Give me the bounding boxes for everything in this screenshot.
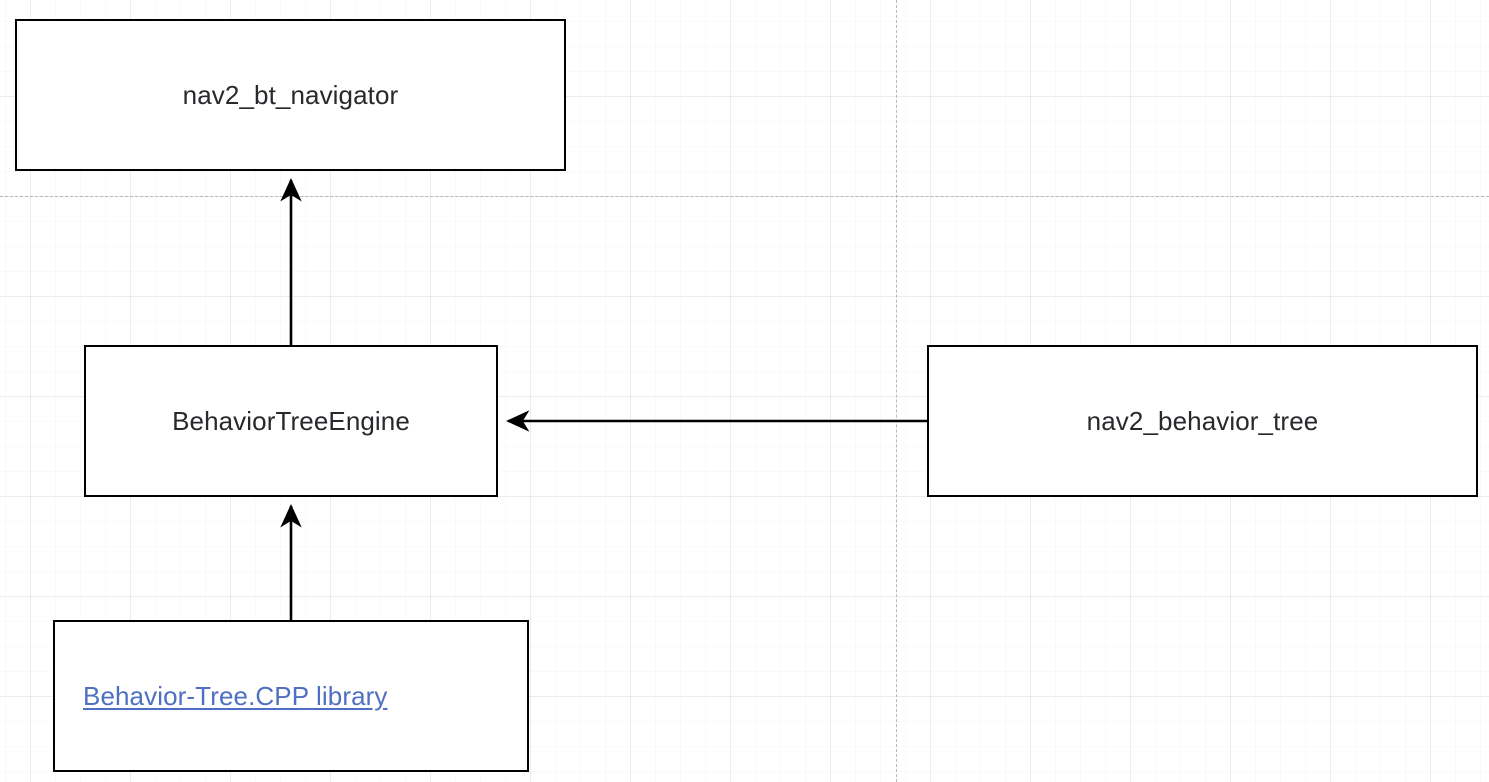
node-nav2-behavior-tree[interactable]: nav2_behavior_tree [927,345,1478,497]
node-nav2-bt-navigator[interactable]: nav2_bt_navigator [15,19,566,171]
behavior-tree-cpp-library-link[interactable]: Behavior-Tree.CPP library [83,680,388,711]
node-label: nav2_behavior_tree [1086,405,1319,436]
page-guide-vertical [896,0,897,782]
node-behavior-tree-engine[interactable]: BehaviorTreeEngine [84,345,498,497]
node-behavior-tree-cpp-library[interactable]: Behavior-Tree.CPP library [53,620,529,772]
page-guide-horizontal [0,196,1489,197]
node-label: BehaviorTreeEngine [172,405,410,436]
node-label: nav2_bt_navigator [182,79,399,110]
